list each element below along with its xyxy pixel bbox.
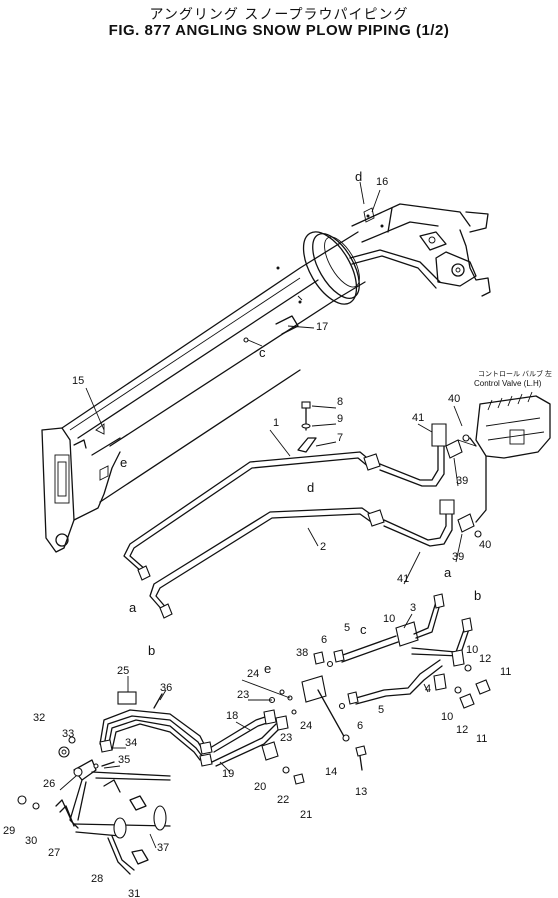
callout-c37: 37 xyxy=(157,842,169,854)
letter-lc2: c xyxy=(360,622,367,637)
callout-c35: 35 xyxy=(118,754,130,766)
callout-c11a: 11 xyxy=(500,666,511,678)
title-english: FIG. 877 ANGLING SNOW PLOW PIPING (1/2) xyxy=(108,22,450,39)
callout-c33: 33 xyxy=(62,728,74,740)
callout-c6b: 6 xyxy=(357,720,363,732)
callout-c22: 22 xyxy=(277,794,289,806)
callout-c32: 32 xyxy=(33,712,45,724)
callout-c28: 28 xyxy=(91,873,103,885)
callout-c2: 2 xyxy=(320,541,326,553)
letter-la2: a xyxy=(444,565,452,580)
letter-la1: a xyxy=(129,600,137,615)
callout-c9: 9 xyxy=(337,413,343,425)
letter-ld1: d xyxy=(355,169,362,184)
control-valve xyxy=(445,391,551,538)
boom-frame xyxy=(41,203,491,553)
callout-c10c: 10 xyxy=(441,711,453,723)
tee-block-assembly xyxy=(313,593,491,710)
callout-c12b: 12 xyxy=(456,724,468,736)
letter-ld2: d xyxy=(307,480,314,495)
callout-c10a: 10 xyxy=(383,613,395,625)
callout-c18: 18 xyxy=(226,710,238,722)
callout-c27: 27 xyxy=(48,847,60,859)
letter-lb2: b xyxy=(474,588,481,603)
callout-numbers: 1234556678910101011111212131415161718192… xyxy=(3,176,511,898)
letter-lc1: c xyxy=(259,345,266,360)
callout-c24b: 24 xyxy=(300,720,312,732)
callout-c6a: 6 xyxy=(321,634,327,646)
callout-c19: 19 xyxy=(222,768,234,780)
callout-letters: a a b b c c d d e e xyxy=(120,169,481,676)
title-japanese: アングリング スノープラウパイピング xyxy=(149,7,409,23)
callout-c7: 7 xyxy=(337,432,343,444)
letter-le2: e xyxy=(264,661,271,676)
callout-c4: 4 xyxy=(425,683,431,695)
letter-lb1: b xyxy=(148,643,155,658)
callout-c12a: 12 xyxy=(479,653,491,665)
pipe-assembly xyxy=(123,401,455,619)
callout-c34: 34 xyxy=(125,737,137,749)
callout-c29: 29 xyxy=(3,825,15,837)
callout-c8: 8 xyxy=(337,396,343,408)
callout-c13: 13 xyxy=(355,786,367,798)
callout-c40b: 40 xyxy=(479,539,491,551)
callout-c17: 17 xyxy=(316,321,328,333)
callout-c36: 36 xyxy=(160,682,172,694)
callout-c11b: 11 xyxy=(476,733,487,745)
callout-c3: 3 xyxy=(410,602,416,614)
callout-c30: 30 xyxy=(25,835,37,847)
callout-c1: 1 xyxy=(273,417,279,429)
callout-c25: 25 xyxy=(117,665,129,677)
callout-c5b: 5 xyxy=(378,704,384,716)
callout-c24a: 24 xyxy=(247,668,259,680)
control-valve-label-en: Control Valve (L.H) xyxy=(474,379,542,388)
callout-c26: 26 xyxy=(43,778,55,790)
letter-le1: e xyxy=(120,455,127,470)
callout-c41a: 41 xyxy=(412,412,424,424)
callout-c10b: 10 xyxy=(466,644,478,656)
callout-c5a: 5 xyxy=(344,622,350,634)
callout-c23b: 23 xyxy=(280,732,292,744)
callout-c20: 20 xyxy=(254,781,266,793)
bracket-38-assembly xyxy=(287,675,367,771)
leader-lines xyxy=(59,181,463,849)
callout-c14: 14 xyxy=(325,766,337,778)
callout-c15: 15 xyxy=(72,375,84,387)
callout-c21: 21 xyxy=(300,809,312,821)
hose-assembly xyxy=(99,689,305,785)
callout-c39a: 39 xyxy=(456,475,468,487)
control-valve-label-jp: コントロール バルブ 左 xyxy=(478,369,552,378)
angle-cylinder xyxy=(17,736,171,875)
callout-c38: 38 xyxy=(296,647,308,659)
callout-c31: 31 xyxy=(128,888,140,898)
callout-c23a: 23 xyxy=(237,689,249,701)
callout-c16: 16 xyxy=(376,176,388,188)
callout-c39b: 39 xyxy=(452,551,464,563)
callout-c40a: 40 xyxy=(448,393,460,405)
callout-c41b: 41 xyxy=(397,573,409,585)
